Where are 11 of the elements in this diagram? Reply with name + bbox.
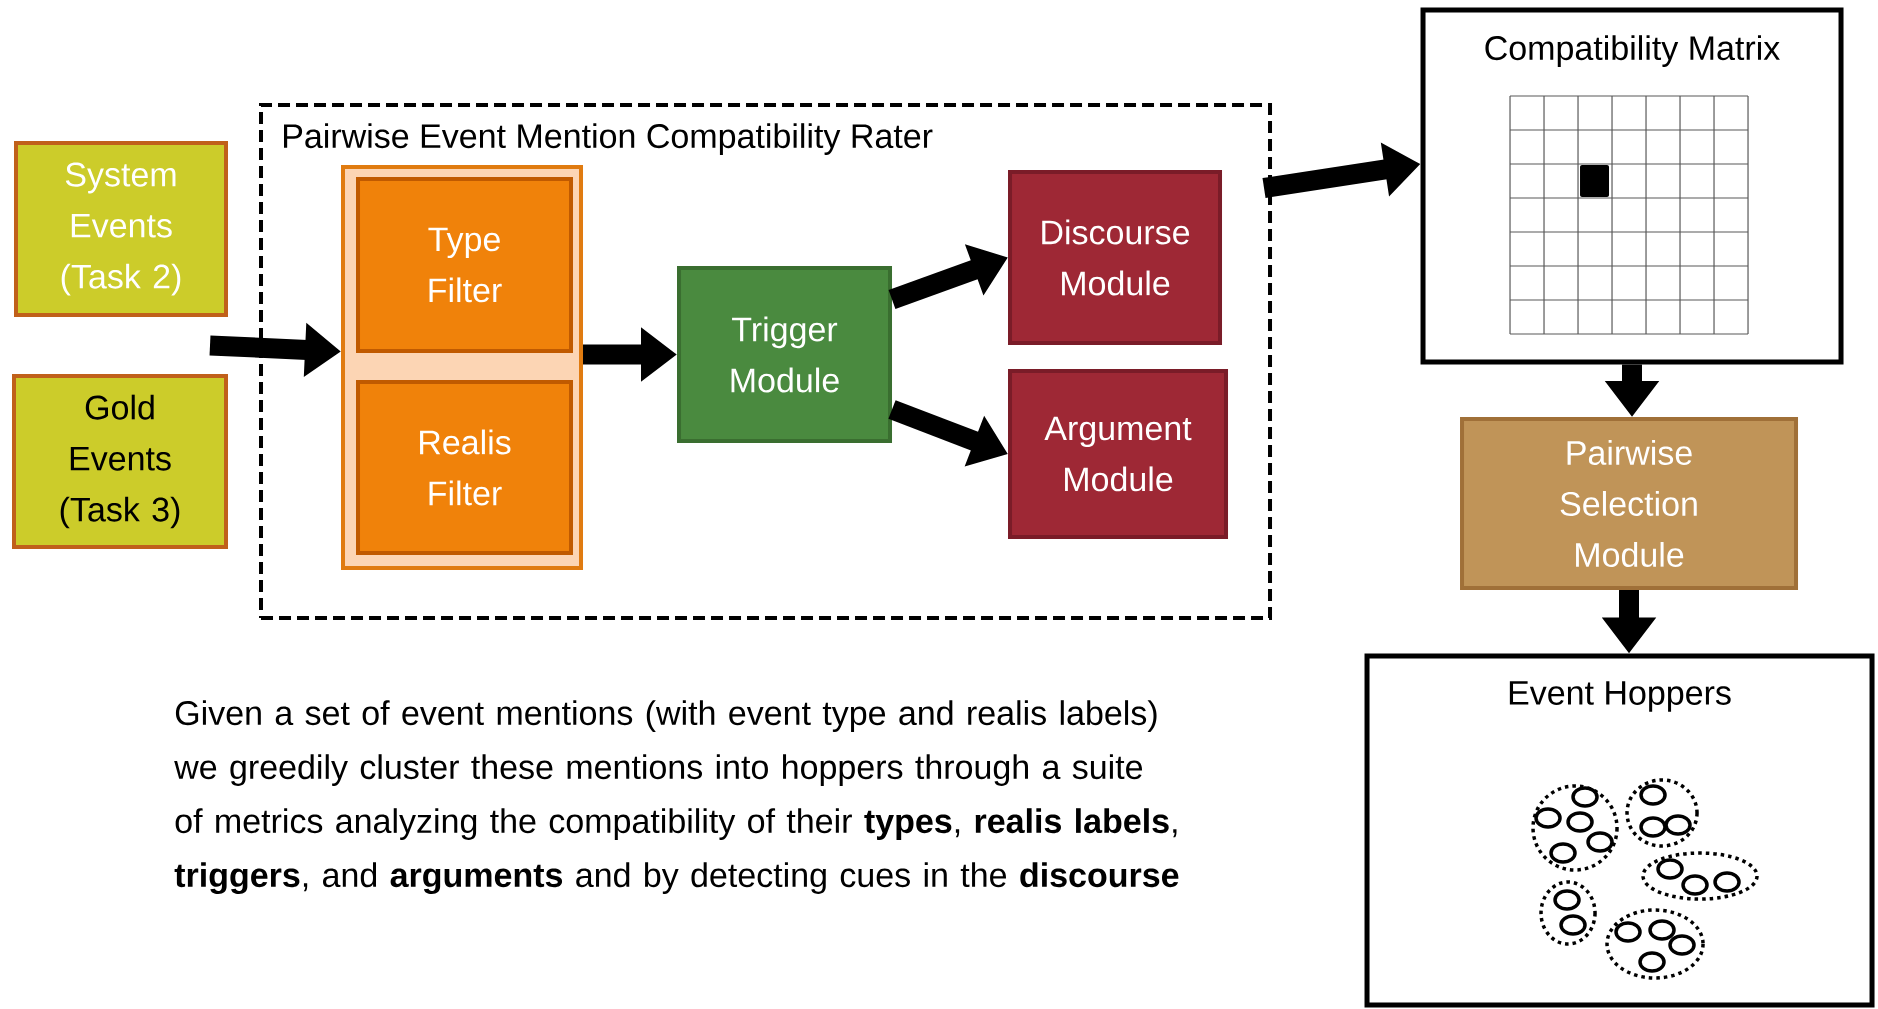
process-box: System Events (Task 2) (14, 141, 228, 317)
output-box: Compatibility Matrix (1420, 7, 1844, 365)
process-box: Realis Filter (356, 380, 573, 555)
process-box: Trigger Module (677, 266, 892, 443)
output-box: Event Hoppers (1364, 653, 1875, 1008)
process-box: Discourse Module (1008, 170, 1222, 345)
process-box: Gold Events (Task 3) (12, 374, 228, 549)
process-box: Type Filter (356, 177, 573, 353)
description-text: Given a set of event mentions (with event type and realis labels) we greedily cluster these mentions into hoppers through a suite of metrics analyzing the compatibility of their types, realis labels, triggers, and arguments and by detecting cues in the discourse (174, 700, 1179, 895)
process-box: Pairwise Selection Module (1460, 417, 1798, 590)
process-box: Argument Module (1008, 369, 1228, 539)
